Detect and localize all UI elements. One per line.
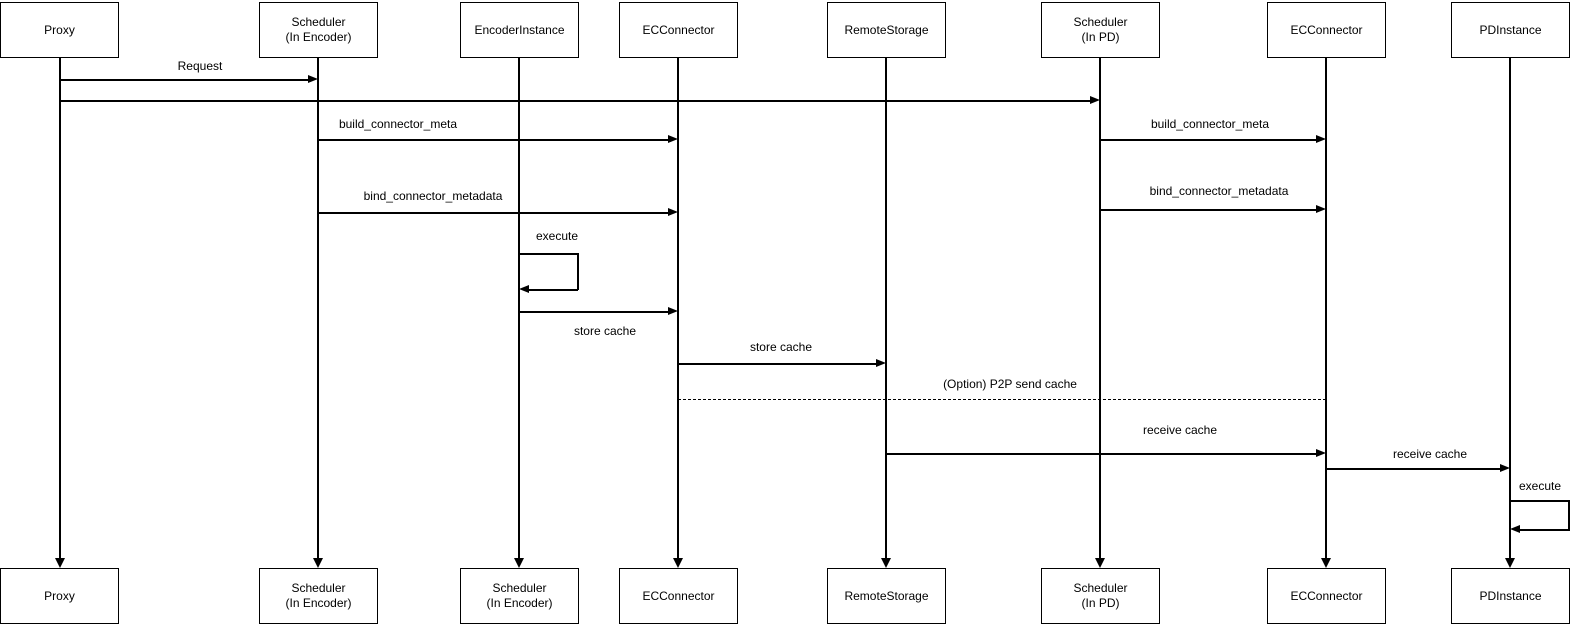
arrowhead-icon [1316, 205, 1326, 213]
message-label-execute-pd: execute [1518, 479, 1562, 493]
lifeline-arrowhead [313, 558, 323, 568]
arrowhead-icon [1090, 96, 1100, 104]
message-label-build-connector-meta-left: build_connector_meta [338, 117, 458, 131]
actor-label: ECConnector [1290, 588, 1363, 603]
message-arrow-bind-connector-metadata-left [318, 212, 668, 214]
lifeline-arrowhead [673, 558, 683, 568]
actor-label: RemoteStorage [844, 22, 929, 37]
message-label-receive-cache-2: receive cache [1392, 447, 1468, 461]
lifeline-arrowhead [55, 558, 65, 568]
arrowhead-icon [1500, 464, 1510, 472]
message-label-receive-cache-1: receive cache [1142, 423, 1218, 437]
self-loop-top [1510, 500, 1570, 502]
actor-label: ECConnector [1290, 22, 1363, 37]
message-label-store-cache-2: store cache [749, 340, 813, 354]
actor-label: EncoderInstance [474, 22, 565, 37]
lifeline-arrowhead [881, 558, 891, 568]
actor-top-pdinstance: PDInstance [1451, 2, 1570, 58]
self-loop-side [577, 253, 579, 290]
arrowhead-icon [668, 307, 678, 315]
arrowhead-icon [1510, 525, 1520, 533]
lifeline-arrowhead [1505, 558, 1515, 568]
actor-label: Proxy [44, 588, 75, 603]
message-arrow-build-connector-meta-left [318, 139, 668, 141]
actor-label: Proxy [44, 22, 75, 37]
actor-label: Scheduler (In Encoder) [285, 581, 352, 610]
lifeline-scheduler-pd [1099, 58, 1101, 558]
message-arrow-receive-cache-2 [1326, 468, 1500, 470]
actor-top-scheduler-encoder: Scheduler (In Encoder) [259, 2, 378, 58]
lifeline-arrowhead [1095, 558, 1105, 568]
actor-bottom-pdinstance: PDInstance [1451, 568, 1570, 624]
actor-bottom-scheduler-pd: Scheduler (In PD) [1041, 568, 1160, 624]
lifeline-ecconnector-2 [1325, 58, 1327, 558]
self-loop-bottom [1520, 529, 1570, 531]
message-label-build-connector-meta-right: build_connector_meta [1150, 117, 1270, 131]
arrowhead-icon [668, 135, 678, 143]
message-arrow-request [60, 79, 308, 81]
arrowhead-icon [519, 285, 529, 293]
actor-label: Scheduler (In Encoder) [486, 581, 553, 610]
message-label-store-cache-1: store cache [573, 324, 637, 338]
actor-bottom-scheduler-encoder-1: Scheduler (In Encoder) [259, 568, 378, 624]
message-label-bind-connector-metadata-left: bind_connector_metadata [363, 189, 503, 203]
lifeline-arrowhead [514, 558, 524, 568]
actor-label: ECConnector [642, 588, 715, 603]
message-dashed-p2p-send-cache [678, 399, 1326, 400]
actor-top-scheduler-pd: Scheduler (In PD) [1041, 2, 1160, 58]
message-arrow-store-cache-2 [678, 363, 876, 365]
arrowhead-icon [1316, 449, 1326, 457]
lifeline-arrowhead [1321, 558, 1331, 568]
actor-bottom-ecconnector-2: ECConnector [1267, 568, 1386, 624]
actor-top-ecconnector-1: ECConnector [619, 2, 738, 58]
actor-bottom-scheduler-encoder-2: Scheduler (In Encoder) [460, 568, 579, 624]
message-arrow-build-connector-meta-right [1100, 139, 1316, 141]
arrowhead-icon [1316, 135, 1326, 143]
actor-top-proxy: Proxy [0, 2, 119, 58]
actor-bottom-remotestorage: RemoteStorage [827, 568, 946, 624]
arrowhead-icon [668, 208, 678, 216]
message-label-p2p-send-cache: (Option) P2P send cache [943, 377, 1077, 391]
message-arrow-store-cache-1 [519, 311, 668, 313]
message-label-request: Request [177, 59, 223, 73]
arrowhead-icon [308, 75, 318, 83]
self-loop-side [1568, 500, 1570, 530]
actor-label: ECConnector [642, 22, 715, 37]
actor-label: RemoteStorage [844, 588, 929, 603]
actor-top-remotestorage: RemoteStorage [827, 2, 946, 58]
actor-label: Scheduler (In Encoder) [285, 15, 352, 44]
lifeline-remotestorage [885, 58, 887, 558]
actor-bottom-ecconnector-1: ECConnector [619, 568, 738, 624]
arrowhead-icon [876, 359, 886, 367]
lifeline-proxy [59, 58, 61, 558]
message-arrow-forward-request [60, 100, 1090, 102]
self-loop-bottom [529, 289, 578, 291]
lifeline-pdinstance [1509, 58, 1511, 558]
self-loop-top [519, 253, 578, 255]
message-arrow-bind-connector-metadata-right [1100, 209, 1316, 211]
message-label-execute-encoder: execute [535, 229, 579, 243]
actor-top-ecconnector-2: ECConnector [1267, 2, 1386, 58]
actor-bottom-proxy: Proxy [0, 568, 119, 624]
actor-label: Scheduler (In PD) [1073, 581, 1128, 610]
lifeline-scheduler-encoder [317, 58, 319, 558]
actor-label: PDInstance [1479, 22, 1542, 37]
actor-top-encoder-instance: EncoderInstance [460, 2, 579, 58]
actor-label: Scheduler (In PD) [1073, 15, 1128, 44]
message-label-bind-connector-metadata-right: bind_connector_metadata [1149, 184, 1289, 198]
actor-label: PDInstance [1479, 588, 1542, 603]
lifeline-encoder-instance [518, 58, 520, 558]
message-arrow-receive-cache-1 [886, 453, 1316, 455]
